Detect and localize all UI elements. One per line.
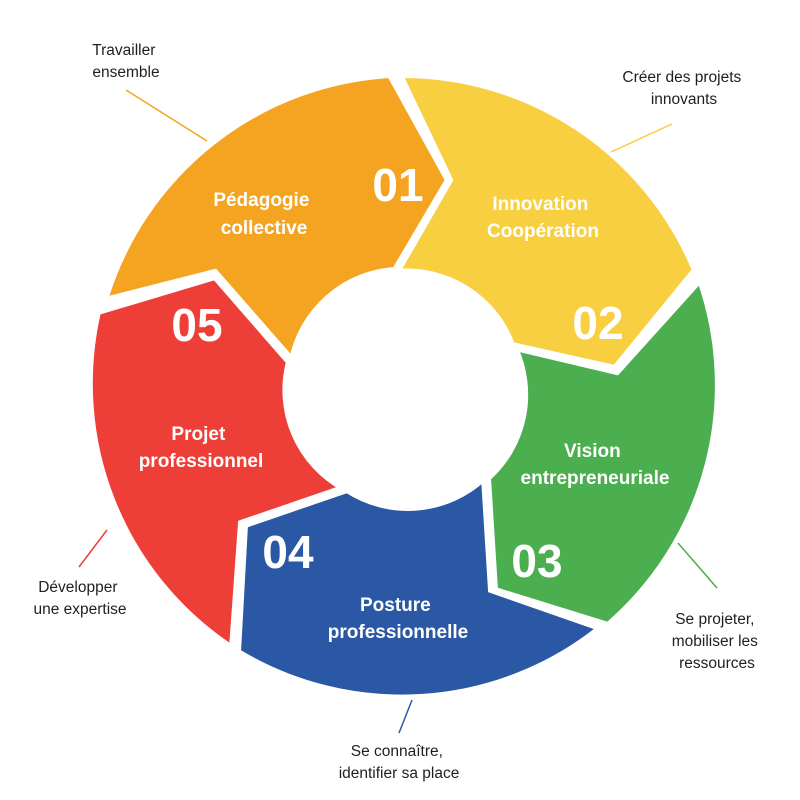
callout-line-03 — [677, 542, 718, 589]
segment-02-title-line-1: Innovation — [492, 194, 588, 215]
callout-05-line-2: une expertise — [33, 601, 126, 618]
segment-04: Posture professionnelle 04 — [234, 471, 607, 701]
svg-text:Vision entrepreneuriale: Vision entrepreneuriale — [521, 441, 670, 489]
segment-05-number: 05 — [171, 299, 222, 351]
callout-01: Travailler ensemble — [92, 42, 159, 81]
segment-03-shape — [484, 274, 721, 629]
callout-04: Se connaître, identifier sa place — [339, 743, 460, 782]
segment-03: Vision entrepreneuriale 03 — [484, 274, 721, 629]
callout-03-line-3: ressources — [679, 655, 755, 672]
segment-04-shape — [234, 471, 607, 701]
segment-02-number: 02 — [572, 297, 623, 349]
callout-03-line-2: mobiliser les — [672, 633, 758, 650]
segment-01-shape — [100, 71, 452, 367]
segment-01-title-line-2: collective — [221, 218, 308, 239]
callout-line-02 — [610, 123, 673, 153]
segment-03-number: 03 — [511, 535, 562, 587]
segment-02-title-line-2: Coopération — [487, 221, 599, 242]
segment-05-title-line-2: professionnel — [139, 451, 264, 472]
center-hole — [292, 272, 508, 488]
segment-04-title-line-2: professionnelle — [328, 622, 468, 643]
svg-text:Innovation Coopération: Innovation Coopération — [487, 194, 599, 242]
callout-02-line-1: Créer des projets — [622, 69, 741, 86]
segment-04-title-line-1: Posture — [360, 595, 431, 616]
callout-02-line-2: innovants — [651, 91, 718, 108]
callout-05-line-1: Développer — [38, 579, 117, 596]
svg-text:Pédagogie collective: Pédagogie collective — [213, 190, 314, 239]
svg-text:Posture professionnelle: Posture professionnelle — [328, 595, 468, 643]
callout-line-01 — [125, 89, 208, 142]
svg-text:Projet professionnel: Projet professionnel — [139, 424, 264, 472]
segment-05-title-line-1: Projet — [171, 424, 226, 445]
callout-line-04 — [398, 699, 413, 734]
callout-line-05 — [78, 529, 108, 568]
segment-04-number: 04 — [262, 526, 314, 578]
callout-04-line-2: identifier sa place — [339, 765, 460, 782]
callout-01-line-1: Travailler — [92, 42, 155, 59]
segment-03-title-line-1: Vision — [564, 441, 621, 462]
callout-05: Développer une expertise — [33, 579, 126, 618]
segment-01: Pédagogie collective 01 — [100, 71, 452, 367]
callout-03: Se projeter, mobiliser les ressources — [672, 611, 762, 672]
callout-02: Créer des projets innovants — [622, 69, 745, 108]
segment-02-shape — [391, 71, 699, 372]
segment-01-number: 01 — [372, 159, 423, 211]
callout-04-line-1: Se connaître, — [351, 743, 443, 760]
segment-05: Projet professionnel 05 — [86, 273, 351, 654]
segment-01-title-line-1: Pédagogie — [213, 190, 309, 211]
callout-03-line-1: Se projeter, — [675, 611, 754, 628]
callout-01-line-2: ensemble — [92, 64, 159, 81]
segment-03-title-line-2: entrepreneuriale — [521, 468, 670, 489]
segment-05-shape — [86, 273, 351, 654]
segment-02: Innovation Coopération 02 — [391, 71, 699, 372]
